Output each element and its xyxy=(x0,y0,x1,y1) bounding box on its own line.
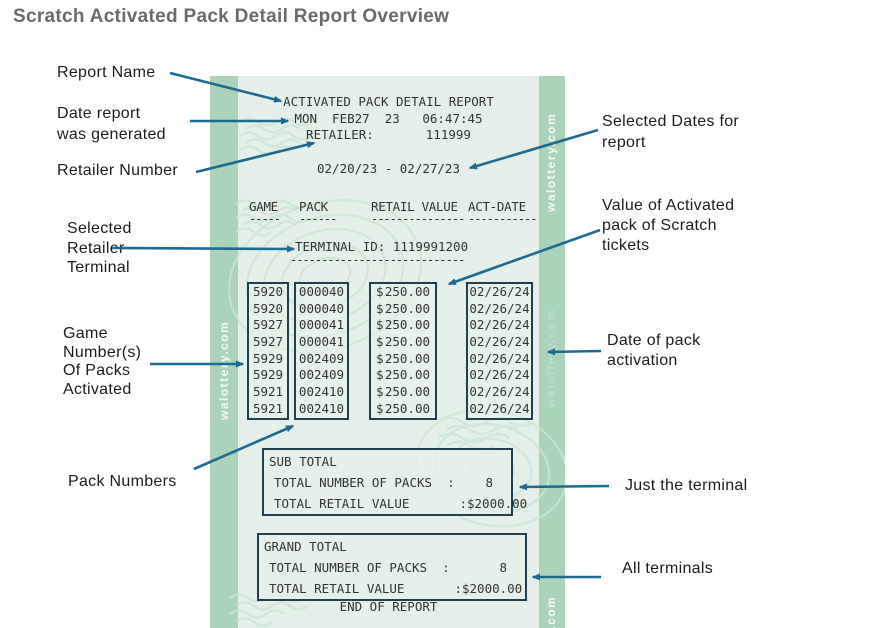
sub-total-retail-line: TOTAL RETAIL VALUE :$ 2000.00 xyxy=(264,490,527,511)
pack-cell: 002409 xyxy=(298,350,345,366)
label-game-numbers: Game Number(s) Of Packs Activated xyxy=(63,325,142,398)
pack-cell: 002410 xyxy=(298,384,345,400)
retail-value: 2000.00 xyxy=(474,496,528,511)
packs-label: TOTAL NUMBER OF PACKS : xyxy=(269,560,450,575)
page-title: Scratch Activated Pack Detail Report Ove… xyxy=(13,6,450,27)
label-selected-dates: Selected Dates for report xyxy=(602,113,740,151)
packs-value: 8 xyxy=(485,475,493,490)
packs-label: TOTAL NUMBER OF PACKS : xyxy=(274,475,455,490)
game-cell: 5920 xyxy=(252,300,284,316)
date-cell: 02/26/24 xyxy=(469,400,530,416)
retail-separator: :$ xyxy=(454,581,470,596)
col-rule-retail-value: --------------- xyxy=(371,212,465,226)
date-cell: 02/26/24 xyxy=(469,350,530,366)
label-selected-retailer-terminal: Selected Retailer Terminal xyxy=(67,220,132,276)
label-date-of-pack-activation: Date of pack activation xyxy=(607,332,701,369)
retail-label: TOTAL RETAIL VALUE xyxy=(274,496,410,511)
game-cell: 5927 xyxy=(252,317,284,333)
label-just-the-terminal: Just the terminal xyxy=(625,477,748,494)
value-cell: $250.00 xyxy=(376,284,430,299)
retail-label: TOTAL RETAIL VALUE xyxy=(269,581,405,596)
watermark-text: walottery.com xyxy=(544,112,558,212)
pack-cell: 002409 xyxy=(298,367,345,383)
value-cell: $250.00 xyxy=(376,334,430,350)
pack-cell: 000041 xyxy=(298,317,345,333)
watermark-text: walottery.com xyxy=(544,308,558,408)
grand-total-box: GRAND TOTAL TOTAL NUMBER OF PACKS : 8 TO… xyxy=(257,533,527,601)
value-cell: $250.00 xyxy=(376,384,430,400)
date-cell: 02/26/24 xyxy=(469,334,530,350)
report-title: ACTIVATED PACK DETAIL REPORT xyxy=(283,94,494,109)
terminal-id-line: TERMINAL ID: 1119991200 xyxy=(295,240,468,254)
terminal-rule: ---------------------------- xyxy=(290,253,465,267)
sub-total-packs-line: TOTAL NUMBER OF PACKS : 8 xyxy=(264,469,511,490)
packs-value: 8 xyxy=(499,560,507,575)
label-value-of-activated-pack: Value of Activated pack of Scratch ticke… xyxy=(602,197,735,254)
game-cell: 5929 xyxy=(252,367,284,383)
retail-separator: :$ xyxy=(459,496,475,511)
grand-total-retail-line: TOTAL RETAIL VALUE :$ 2000.00 xyxy=(259,575,525,596)
retailer-line: RETAILER: 111999 xyxy=(238,128,539,142)
label-pack-numbers: Pack Numbers xyxy=(68,473,177,490)
pack-cell: 000040 xyxy=(298,300,345,316)
retail-value-column-box: $250.00$250.00$250.00$250.00$250.00$250.… xyxy=(369,282,437,420)
game-cell: 5927 xyxy=(252,334,284,350)
label-report-name: Report Name xyxy=(57,64,156,81)
terminal-id-value: 1119991200 xyxy=(392,239,469,254)
col-rule-game: ----- xyxy=(249,212,281,226)
date-cell: 02/26/24 xyxy=(469,317,530,333)
game-cell: 5929 xyxy=(252,350,284,366)
date-cell: 02/26/24 xyxy=(469,384,530,400)
retail-value: 2000.00 xyxy=(469,581,523,596)
watermark-text: walottery.com xyxy=(544,563,558,628)
col-rule-pack: ------ xyxy=(299,212,337,226)
game-cell: 5921 xyxy=(252,400,284,416)
terminal-id-label: TERMINAL ID: xyxy=(295,239,386,254)
value-cell: $250.00 xyxy=(376,300,430,316)
col-header-pack: PACK xyxy=(299,199,328,214)
value-cell: $250.00 xyxy=(376,317,430,333)
pack-cell: 000040 xyxy=(298,284,345,299)
label-date-generated: Date report was generated xyxy=(57,105,166,143)
report-generated-datetime: MON FEB27 23 06:47:45 xyxy=(294,111,483,126)
retailer-label: RETAILER: xyxy=(306,127,374,142)
sub-total-title: SUB TOTAL xyxy=(269,454,337,469)
col-header-game: GAME xyxy=(249,199,278,214)
report-date-range: 02/20/23 - 02/27/23 xyxy=(317,161,460,176)
value-cell: $250.00 xyxy=(376,367,430,383)
retailer-number-value: 111999 xyxy=(425,127,471,142)
value-cell: $250.00 xyxy=(376,400,430,416)
sub-total-box: SUB TOTAL TOTAL NUMBER OF PACKS : 8 TOTA… xyxy=(262,448,527,516)
grand-total-packs-line: TOTAL NUMBER OF PACKS : 8 xyxy=(259,554,525,575)
pack-cell: 000041 xyxy=(298,334,345,350)
date-cell: 02/26/24 xyxy=(469,300,530,316)
col-header-act-date: ACT-DATE xyxy=(468,199,526,214)
pack-cell: 002410 xyxy=(298,400,345,416)
label-retailer-number: Retailer Number xyxy=(57,162,178,179)
date-cell: 02/26/24 xyxy=(469,367,530,383)
game-cell: 5920 xyxy=(252,284,284,299)
grand-total-title: GRAND TOTAL xyxy=(264,539,347,554)
col-rule-act-date: ----------- xyxy=(468,212,537,226)
game-cell: 5921 xyxy=(252,384,284,400)
col-header-retail-value: RETAIL VALUE xyxy=(371,199,458,214)
label-all-terminals: All terminals xyxy=(622,560,714,577)
watermark-text: walottery.com xyxy=(217,320,231,420)
end-of-report: END OF REPORT xyxy=(339,599,438,614)
value-cell: $250.00 xyxy=(376,350,430,366)
date-cell: 02/26/24 xyxy=(469,284,530,299)
receipt: walottery.com walottery.com walottery.co… xyxy=(210,76,565,628)
